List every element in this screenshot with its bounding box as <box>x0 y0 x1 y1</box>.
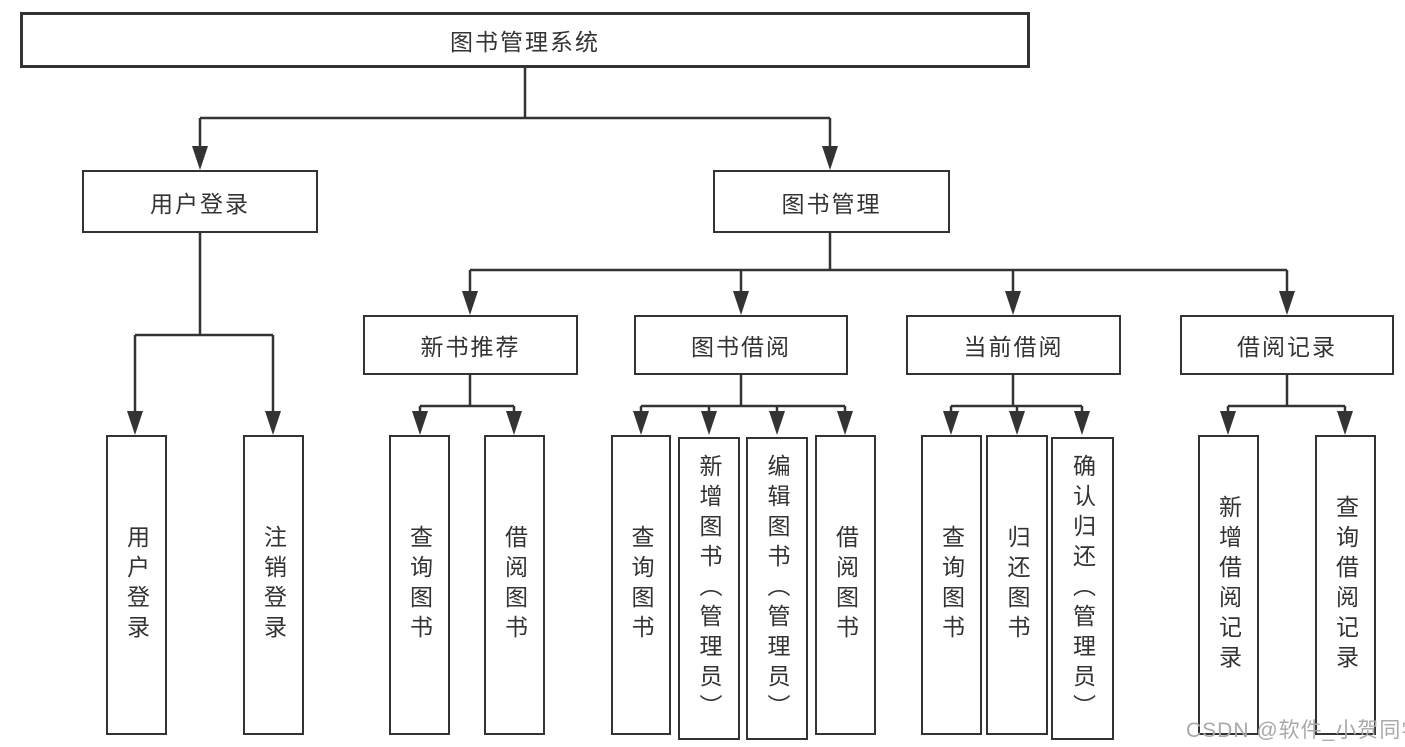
node-root-label: 图书管理系统 <box>450 29 600 55</box>
leaf-confirm-return-admin: 确认归还（管理员） <box>1051 437 1114 740</box>
node-book-management-label: 图书管理 <box>781 190 882 217</box>
arrowhead <box>1074 411 1090 435</box>
leaf-borrow-books-recommend-label: 借阅图书 <box>501 525 528 645</box>
arrowhead <box>1220 411 1236 435</box>
leaf-add-book-admin-label: 新增图书（管理员） <box>696 453 722 724</box>
arrowhead <box>1279 291 1295 315</box>
leaf-return-book: 归还图书 <box>986 435 1048 735</box>
leaf-add-book-admin: 新增图书（管理员） <box>678 437 740 740</box>
watermark: CSDN @软件_小贺同学 <box>1186 719 1405 742</box>
leaf-borrow-books-recommend: 借阅图书 <box>484 435 545 735</box>
arrowhead <box>1005 291 1021 315</box>
leaf-edit-book-admin-label: 编辑图书（管理员） <box>764 453 790 724</box>
leaf-user-login-label: 用户登录 <box>123 525 150 645</box>
arrowhead <box>837 411 853 435</box>
node-root: 图书管理系统 <box>20 12 1030 68</box>
node-current-borrow: 当前借阅 <box>906 315 1121 375</box>
leaf-user-login: 用户登录 <box>106 435 167 735</box>
arrowhead <box>943 411 959 435</box>
arrowhead <box>822 146 838 170</box>
arrowhead <box>127 411 143 435</box>
node-new-book-recommend-label: 新书推荐 <box>420 334 521 360</box>
leaf-logout: 注销登录 <box>243 435 304 735</box>
arrowhead <box>701 411 717 435</box>
connector-user-login <box>133 233 275 414</box>
leaf-query-books-borrow: 查询图书 <box>611 435 671 735</box>
leaf-query-books-current-label: 查询图书 <box>938 525 965 645</box>
leaf-borrow-books: 借阅图书 <box>815 435 876 735</box>
leaf-return-book-label: 归还图书 <box>1004 525 1030 645</box>
connector-book-management <box>468 233 1289 297</box>
arrowhead <box>1337 411 1353 435</box>
arrowhead <box>265 411 281 435</box>
arrowhead <box>192 146 208 170</box>
leaf-edit-book-admin: 编辑图书（管理员） <box>746 437 808 740</box>
connector-current-borrow <box>949 375 1084 414</box>
node-book-borrow-label: 图书借阅 <box>691 334 791 360</box>
node-user-login-label: 用户登录 <box>150 190 250 217</box>
leaf-query-books-recommend: 查询图书 <box>389 435 450 735</box>
arrowhead <box>769 411 785 435</box>
leaf-confirm-return-admin-label: 确认归还（管理员） <box>1069 453 1096 724</box>
arrowhead <box>633 411 649 435</box>
node-current-borrow-label: 当前借阅 <box>963 334 1064 360</box>
connector-new-book <box>418 375 516 414</box>
leaf-add-borrow-record: 新增借阅记录 <box>1198 435 1259 735</box>
arrowhead <box>733 291 749 315</box>
leaf-query-borrow-record-label: 查询借阅记录 <box>1332 495 1359 675</box>
node-book-management: 图书管理 <box>713 170 950 233</box>
leaf-borrow-books-label: 借阅图书 <box>832 525 859 645</box>
node-borrow-records: 借阅记录 <box>1180 315 1394 375</box>
leaf-add-borrow-record-label: 新增借阅记录 <box>1215 495 1242 675</box>
connector-book-borrow <box>639 375 847 414</box>
leaf-query-borrow-record: 查询借阅记录 <box>1315 435 1376 735</box>
node-borrow-records-label: 借阅记录 <box>1237 334 1337 360</box>
leaf-query-books-current: 查询图书 <box>921 435 982 735</box>
arrowhead <box>1009 411 1025 435</box>
leaf-logout-label: 注销登录 <box>260 525 287 645</box>
leaf-query-books-borrow-label: 查询图书 <box>628 525 654 645</box>
leaf-query-books-recommend-label: 查询图书 <box>406 525 433 645</box>
connector-borrow-records <box>1226 375 1347 414</box>
connector-root <box>198 68 832 152</box>
arrowhead <box>412 411 428 435</box>
node-new-book-recommend: 新书推荐 <box>363 315 578 375</box>
node-user-login: 用户登录 <box>82 170 318 233</box>
arrowhead <box>462 291 478 315</box>
node-book-borrow: 图书借阅 <box>634 315 848 375</box>
arrowhead <box>506 411 522 435</box>
